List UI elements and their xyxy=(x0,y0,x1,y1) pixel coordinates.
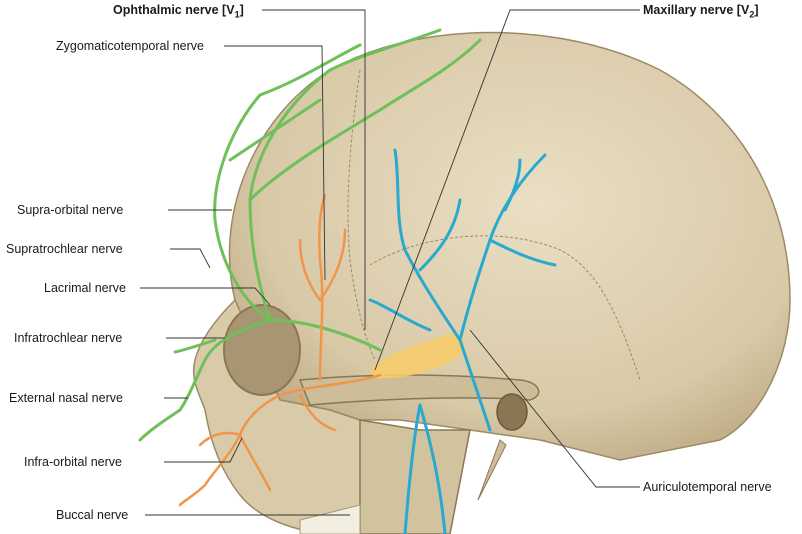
styloid-process xyxy=(477,439,507,501)
label-auriculotemporal-nerve: Auriculotemporal nerve xyxy=(643,480,772,494)
leader-ophthalmic xyxy=(262,9,366,330)
label-infratrochlear-nerve: Infratrochlear nerve xyxy=(14,331,123,345)
ophthalmic-nerve-branches xyxy=(138,28,482,442)
label-supratrochlear-nerve: Supratrochlear nerve xyxy=(6,242,123,256)
mandibular-nerve-branches xyxy=(368,148,557,534)
orbit xyxy=(223,304,301,396)
label-lacrimal-nerve: Lacrimal nerve xyxy=(44,281,126,295)
label-supraorbital-nerve: Supra-orbital nerve xyxy=(17,203,124,217)
squamous-suture xyxy=(369,235,641,381)
label-infraorbital-nerve: Infra-orbital nerve xyxy=(24,455,122,469)
leader-lacrimal xyxy=(140,287,271,306)
leader-supratrochlear xyxy=(170,248,211,269)
leader-maxillary xyxy=(374,9,640,371)
leader-infraorbital xyxy=(164,437,243,463)
external-acoustic-meatus xyxy=(496,393,528,431)
leader-zygomaticotemporal xyxy=(224,45,326,281)
leader-lines xyxy=(140,9,640,516)
label-external-nasal-nerve: External nasal nerve xyxy=(9,391,123,405)
teeth xyxy=(299,504,361,534)
trigeminal-ganglion xyxy=(370,334,465,379)
label-zygomaticotemporal-nerve: Zygomaticotemporal nerve xyxy=(56,39,204,53)
label-buccal-nerve: Buccal nerve xyxy=(56,508,129,522)
label-maxillary-nerve: Maxillary nerve [V2] xyxy=(643,3,759,20)
leader-auriculotemporal xyxy=(469,329,640,488)
maxillary-nerve-branches xyxy=(178,193,382,507)
label-ophthalmic-nerve: Ophthalmic nerve [V1] xyxy=(113,3,244,20)
skull-vault xyxy=(228,31,791,461)
